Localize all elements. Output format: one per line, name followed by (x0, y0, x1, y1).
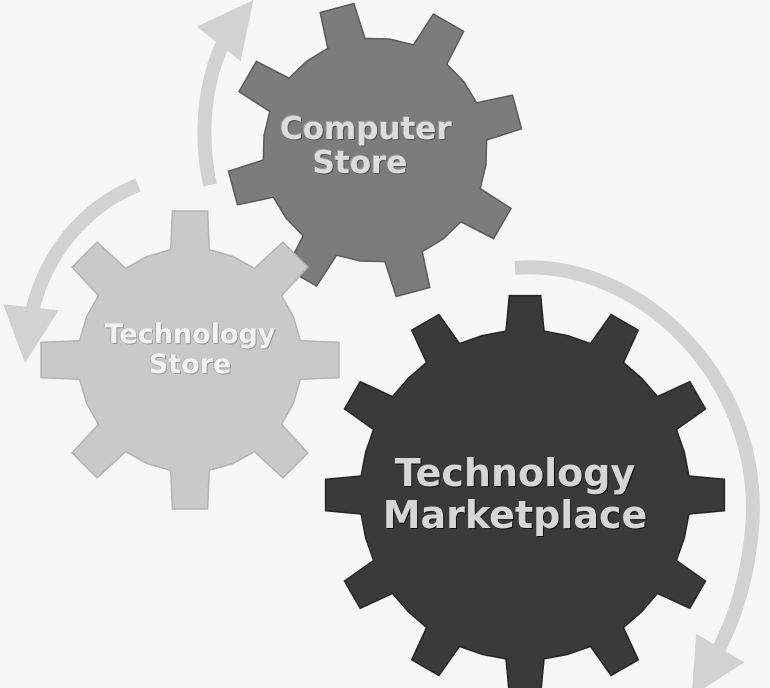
technology-store-gear (40, 210, 340, 510)
technology-marketplace-gear (324, 294, 726, 688)
technology-store-label-line2: Store (148, 348, 232, 380)
technology-marketplace-label: Technology Marketplace (370, 451, 660, 537)
technology-marketplace-label-line2: Marketplace (382, 492, 648, 537)
curved-arrow-top (196, 0, 254, 187)
computer-store-label: Computer Store (280, 111, 452, 182)
technology-marketplace-label-line1: Technology (394, 451, 636, 495)
curved-arrow-right (514, 260, 760, 688)
computer-store-label-line2: Store (312, 145, 408, 182)
technology-store-label: Technology Store (90, 320, 290, 379)
technology-store-label-line1: Technology (104, 319, 276, 350)
curved-arrow-left (3, 178, 141, 363)
computer-store-label-line1: Computer (280, 111, 452, 147)
computer-store-gear (227, 2, 523, 298)
